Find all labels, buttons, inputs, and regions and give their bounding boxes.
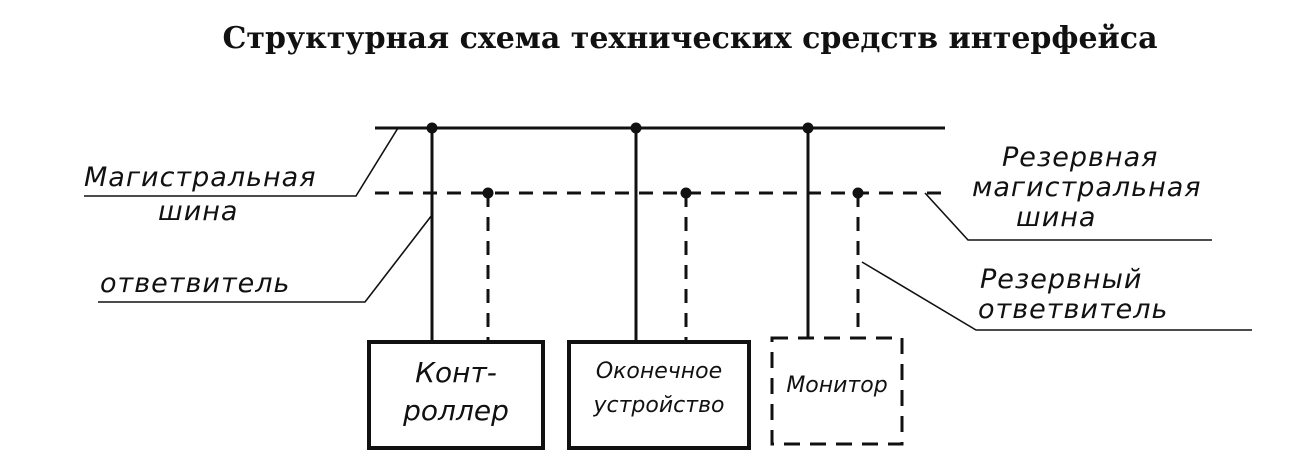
monitor-block: [770, 336, 904, 446]
junction-dot: [482, 187, 494, 199]
tap-label: ответвитель: [100, 268, 290, 299]
controller-label-line1: Конт-: [415, 356, 497, 389]
junction-dot: [426, 122, 438, 134]
main-bus-label-line2: шина: [158, 196, 238, 227]
junction-dot: [802, 122, 814, 134]
tap-leader: [98, 214, 433, 303]
reserve-tap-label-line2: ответвитель: [978, 294, 1168, 325]
diagram-title: Структурная схема технических средств ин…: [222, 21, 1157, 56]
reserve-bus-leader: [924, 192, 1212, 241]
controller-label-line2: роллер: [402, 394, 509, 427]
terminal-label-line1: Оконечное: [596, 359, 722, 384]
terminal-label-line2: устройство: [593, 393, 725, 418]
junction-dot: [680, 187, 692, 199]
reserve-bus-label-line1: Резервная: [1002, 142, 1158, 173]
reserve-tap-label-line1: Резервный: [980, 264, 1142, 295]
reserve-tap-leader: [861, 261, 1252, 331]
junction-dot: [852, 187, 864, 199]
monitor-label: Монитор: [786, 373, 887, 398]
reserve-bus-label-line3: шина: [1016, 202, 1096, 233]
controller-block: [367, 340, 545, 450]
junction-dot: [630, 122, 642, 134]
terminal-block: [567, 340, 751, 450]
main-bus-label-line1: Магистральная: [84, 162, 316, 193]
main-bus-leader: [84, 127, 399, 197]
reserve-bus-label-line2: магистральная: [972, 172, 1202, 203]
